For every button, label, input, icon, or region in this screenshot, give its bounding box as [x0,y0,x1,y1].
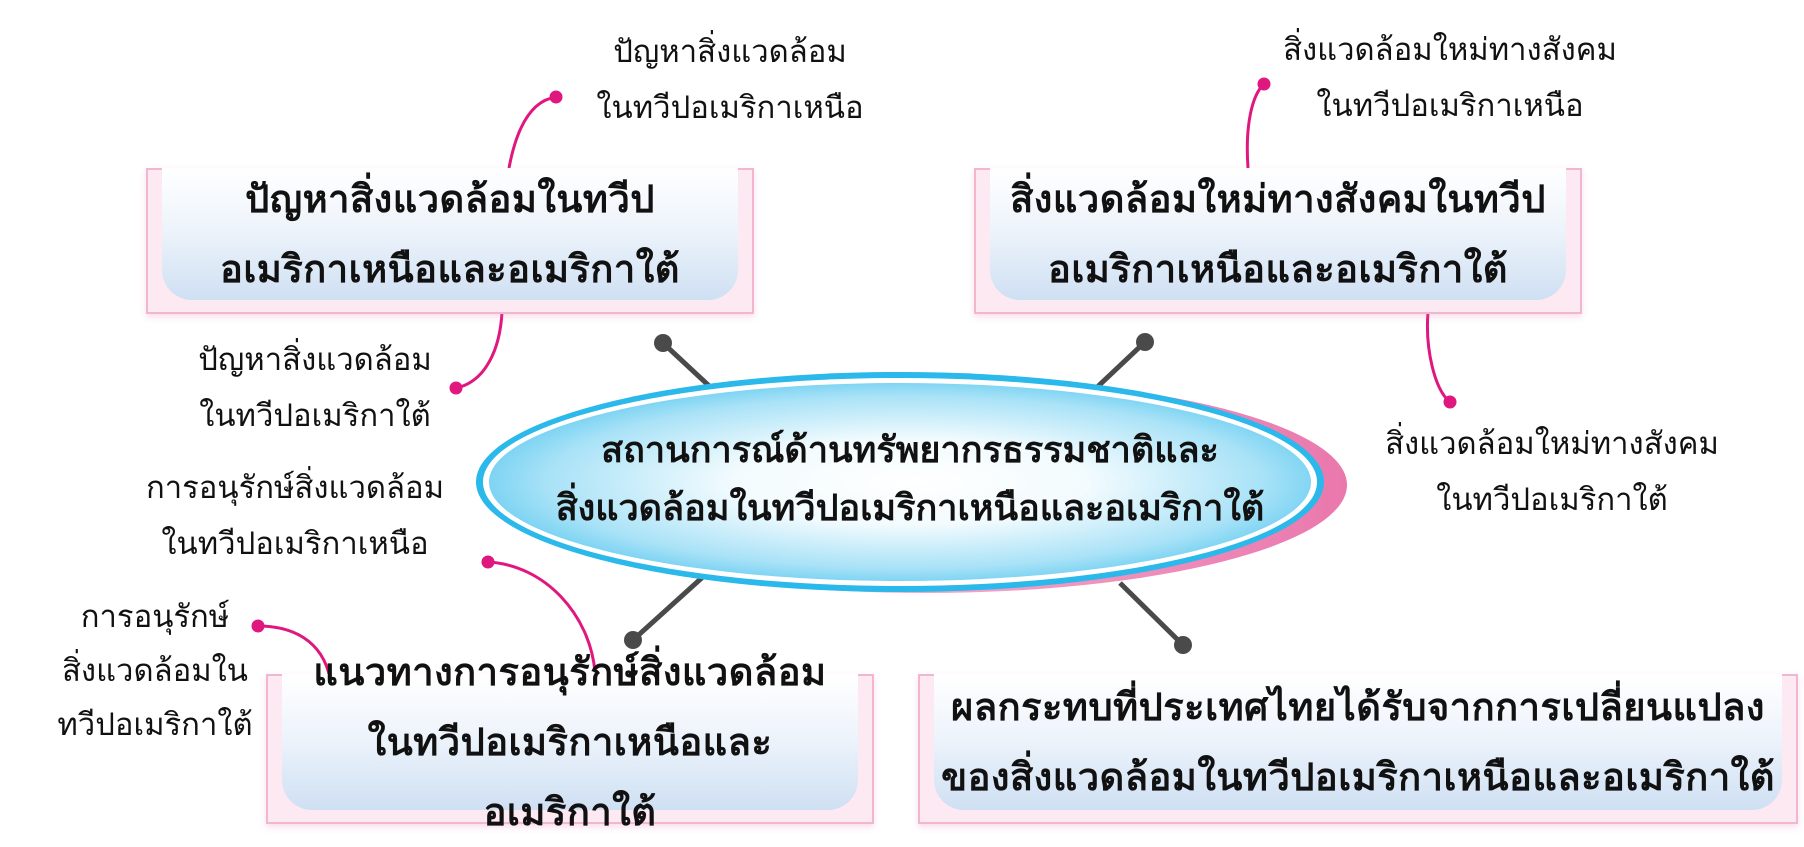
connector-tl-south [449,311,504,395]
topic-box-line1: ผลกระทบที่ประเทศไทยได้รับจากการเปลี่ยนแป… [951,685,1765,729]
label-line2: ในทวีปอเมริกาใต้ [199,398,431,434]
topic-box-line2: ในทวีปอเมริกาเหนือและอเมริกาใต้ [367,720,773,834]
label-line2: ในทวีปอเมริกาเหนือ [1316,88,1584,124]
label-line3: ทวีปอเมริกาใต้ [57,707,253,743]
topic-box-conservation-guidelines: แนวทางการอนุรักษ์สิ่งแวดล้อม ในทวีปอเมริ… [266,650,874,834]
connector-bl-north [481,555,597,673]
center-topic-line2: สิ่งแวดล้อมในทวีปอเมริกาเหนือและอเมริกาใ… [555,488,1265,529]
connector-bl-south [251,619,332,679]
topic-box-line1: สิ่งแวดล้อมใหม่ทางสังคมในทวีป [1010,177,1546,221]
label-problems-south-america: ปัญหาสิ่งแวดล้อม ในทวีปอเมริกาใต้ [170,332,460,444]
topic-box-line1: แนวทางการอนุรักษ์สิ่งแวดล้อม [313,650,827,694]
label-line1: ปัญหาสิ่งแวดล้อม [198,342,432,378]
label-conservation-north-america: การอนุรักษ์สิ่งแวดล้อม ในทวีปอเมริกาเหนื… [130,460,460,572]
connector-tr-north [1245,77,1271,169]
connector-tl-north [507,90,563,169]
topic-box-line2: ของสิ่งแวดล้อมในทวีปอเมริกาเหนือและอเมริ… [941,755,1775,799]
center-topic: สถานการณ์ด้านทรัพยากรธรรมชาติและ สิ่งแวด… [490,422,1330,538]
mind-map-diagram: สถานการณ์ด้านทรัพยากรธรรมชาติและ สิ่งแวด… [40,22,1798,834]
label-line2: ในทวีปอเมริกาเหนือ [596,90,864,126]
topic-box-impact-on-thailand: ผลกระทบที่ประเทศไทยได้รับจากการเปลี่ยนแป… [918,674,1798,824]
label-conservation-south-america: การอนุรักษ์ สิ่งแวดล้อมใน ทวีปอเมริกาใต้ [40,590,270,752]
label-problems-north-america: ปัญหาสิ่งแวดล้อม ในทวีปอเมริกาเหนือ [580,24,880,136]
label-line1: ปัญหาสิ่งแวดล้อม [613,34,847,70]
label-new-social-south-america: สิ่งแวดล้อมใหม่ทางสังคม ในทวีปอเมริกาใต้ [1362,416,1742,528]
connector-tr-south [1425,311,1457,409]
center-topic-line1: สถานการณ์ด้านทรัพยากรธรรมชาติและ [601,430,1219,471]
label-line2: ในทวีปอเมริกาใต้ [1436,482,1668,518]
diagram-graphics [251,77,1457,679]
label-line1: การอนุรักษ์ [80,599,230,635]
topic-box-new-social-environment: สิ่งแวดล้อมใหม่ทางสังคมในทวีป อเมริกาเหน… [974,168,1582,314]
topic-box-line1: ปัญหาสิ่งแวดล้อมในทวีป [245,177,655,221]
topic-box-line2: อเมริกาเหนือและอเมริกาใต้ [220,247,680,291]
label-line2: สิ่งแวดล้อมใน [62,653,248,689]
spoke-bottom-left [624,573,707,649]
topic-box-line2: อเมริกาเหนือและอเมริกาใต้ [1048,247,1508,291]
label-line2: ในทวีปอเมริกาเหนือ [161,526,429,562]
label-new-social-north-america: สิ่งแวดล้อมใหม่ทางสังคม ในทวีปอเมริกาเหน… [1260,22,1640,134]
label-line1: การอนุรักษ์สิ่งแวดล้อม [145,470,445,506]
center-ellipse [476,372,1347,593]
label-line1: สิ่งแวดล้อมใหม่ทางสังคม [1385,426,1719,462]
topic-box-environmental-problems: ปัญหาสิ่งแวดล้อมในทวีป อเมริกาเหนือและอเ… [146,168,754,314]
label-line1: สิ่งแวดล้อมใหม่ทางสังคม [1283,32,1617,68]
spoke-bottom-right [1118,581,1192,654]
